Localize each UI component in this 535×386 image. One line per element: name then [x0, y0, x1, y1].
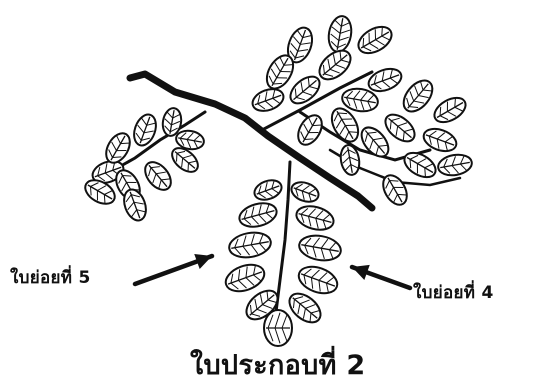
leaflet-upper-right-6	[250, 85, 287, 115]
leaflet-upper-right-11	[430, 93, 469, 127]
figure-caption: ใบประกอบที่ 2	[190, 343, 365, 386]
label-leaflet-4: ใบย่อยที่ 4	[413, 279, 494, 306]
leaflet-upper-right-7	[286, 71, 325, 108]
arrow-left	[135, 254, 212, 284]
leaflet-upper-right-18	[437, 152, 474, 178]
leaflet-lower-2	[289, 179, 321, 205]
leaflet-lower-5	[227, 230, 273, 261]
leaflet-lower-8	[295, 262, 341, 298]
leaflet-lower-7	[222, 260, 268, 296]
leaflet-upper-right-1	[326, 14, 354, 53]
leaflet-upper-right-9	[366, 65, 405, 95]
leaflet-lower-4	[294, 202, 336, 233]
leaflet-upper-right-2	[354, 21, 396, 58]
leaflet-left-7	[140, 157, 176, 194]
label-leaflet-5: ใบย่อยที่ 5	[10, 264, 91, 291]
leaflet-upper-right-15	[293, 111, 326, 149]
leaflet-lower-3	[237, 199, 279, 230]
leaflet-lower-6	[297, 233, 343, 264]
arrows	[135, 254, 410, 288]
leaflet-upper-right-10	[398, 75, 438, 117]
leaflet-lower-1	[252, 177, 284, 203]
leaflet-lower-11	[264, 310, 292, 346]
arrow-right	[352, 265, 410, 288]
leaflet-upper-right-17	[400, 148, 439, 182]
